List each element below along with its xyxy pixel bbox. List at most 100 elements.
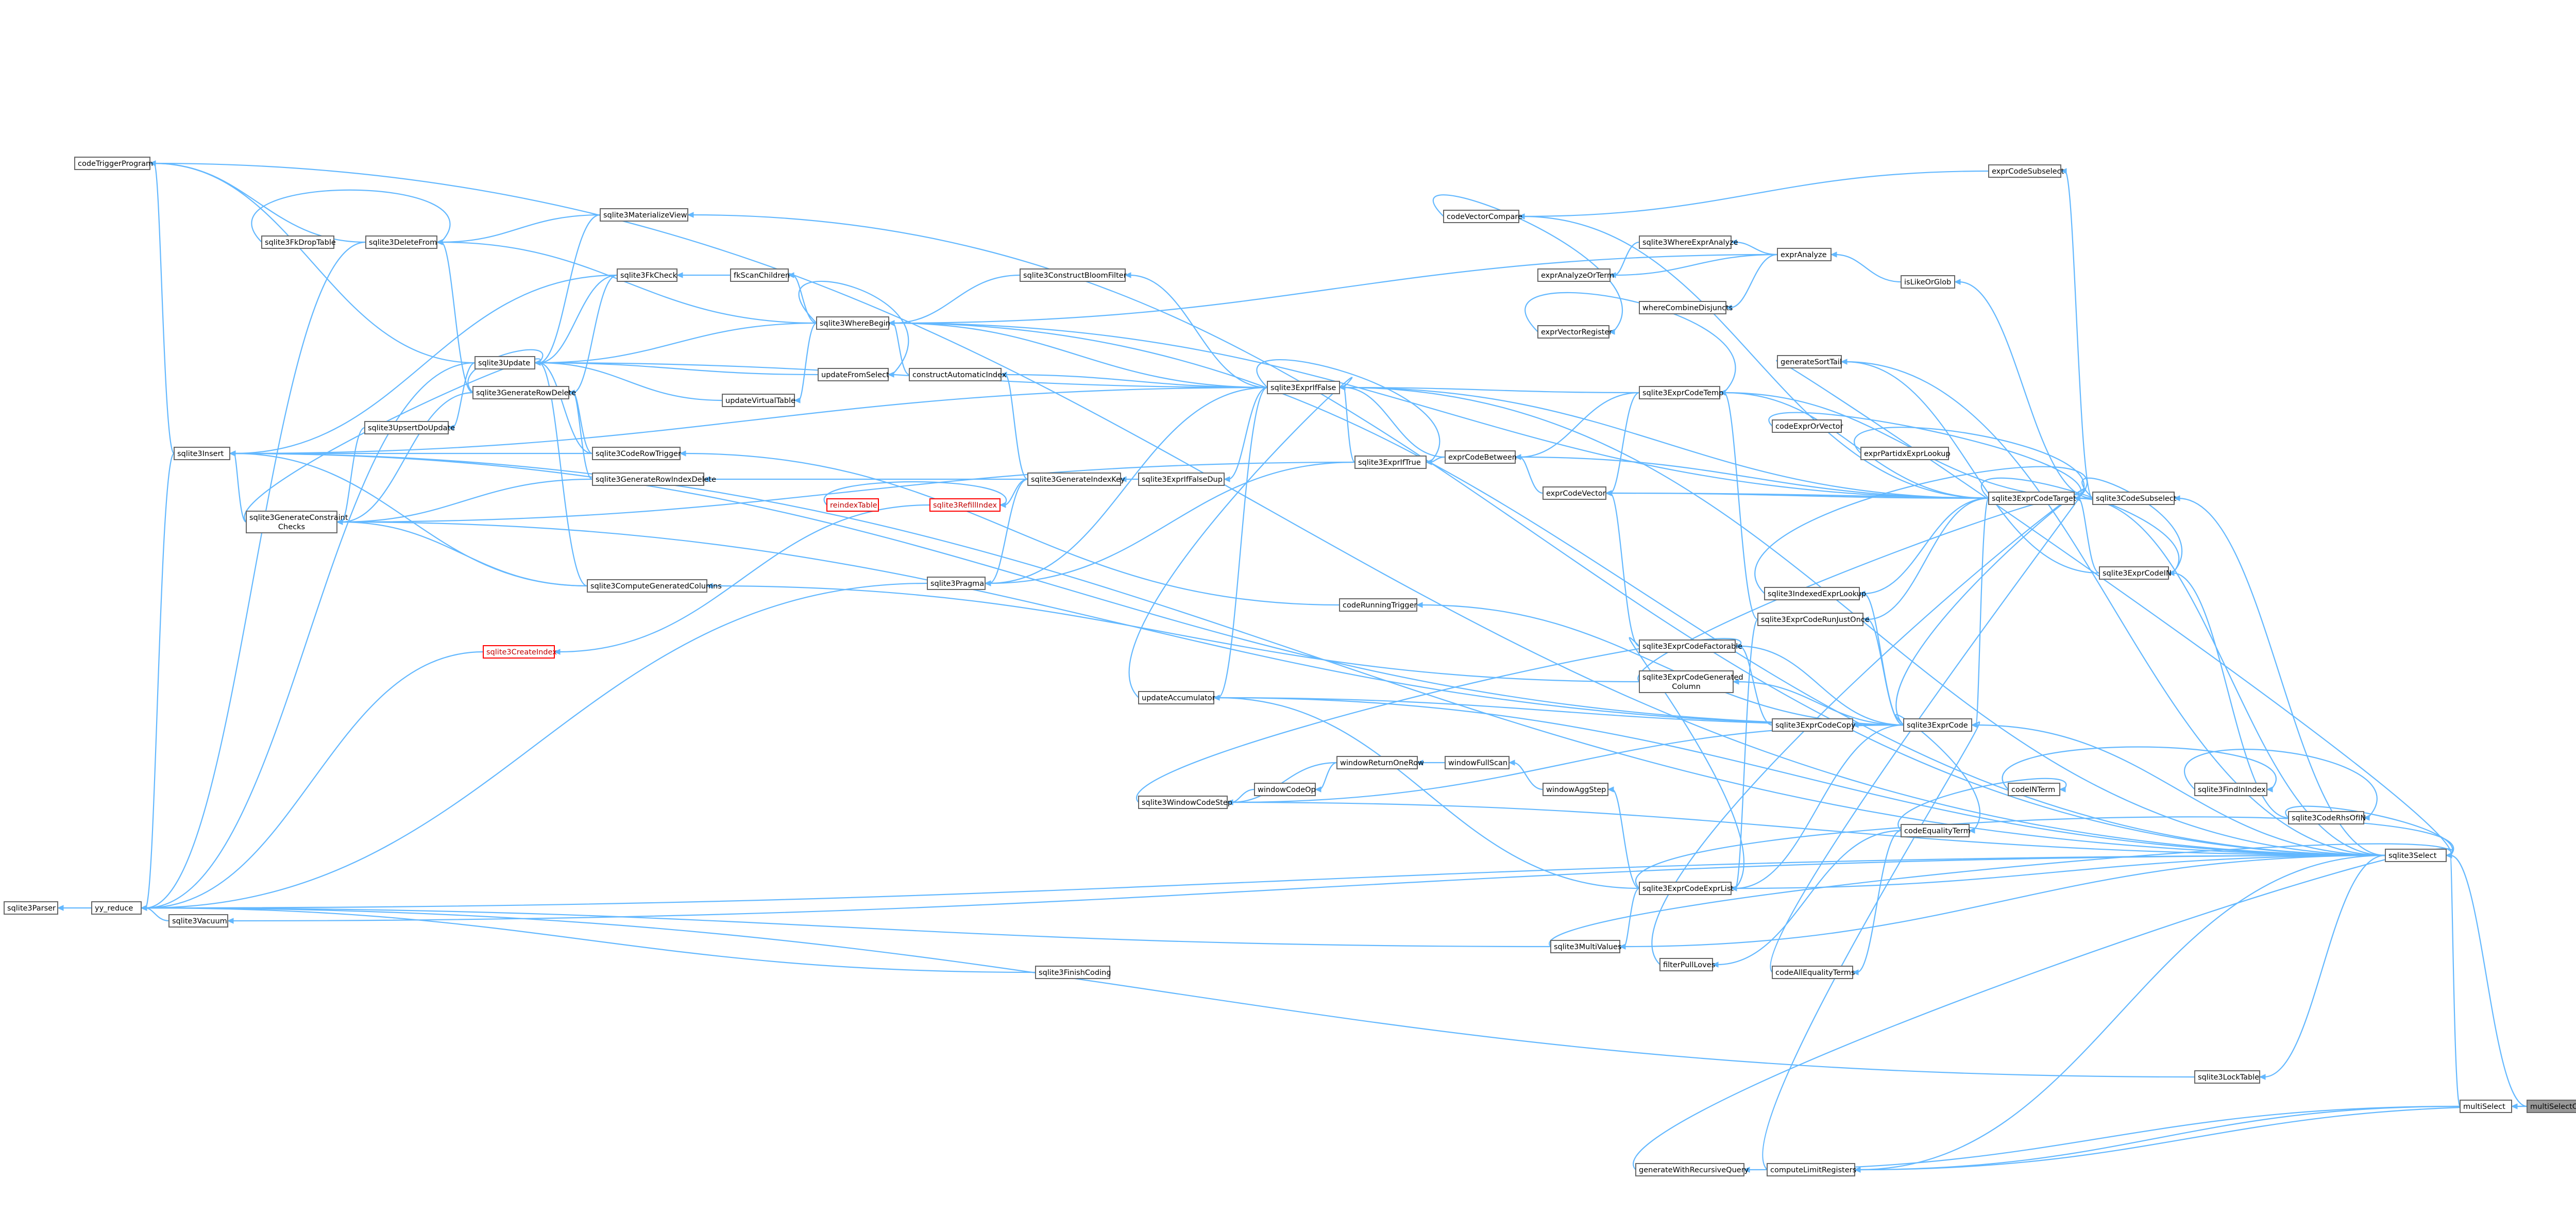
node-sqlite3FinishCoding[interactable]: sqlite3FinishCoding	[1035, 966, 1111, 979]
edge-sqlite3Insert-to-yy_reduce	[140, 452, 175, 911]
node-exprCodeSubselect[interactable]: exprCodeSubselect	[1988, 164, 2064, 178]
node-label: sqlite3GenerateRowIndexDelete	[596, 476, 716, 484]
edge-sqlite3GenerateConstraintChecks-to-sqlite3Update	[244, 358, 541, 523]
node-windowCodeOp[interactable]: windowCodeOp	[1254, 783, 1316, 796]
node-sqlite3ExprCode[interactable]: sqlite3ExprCode	[1903, 718, 1972, 732]
node-windowAggStep[interactable]: windowAggStep	[1543, 783, 1608, 796]
node-sqlite3RefillIndex[interactable]: sqlite3RefillIndex	[929, 498, 1001, 512]
node-codeINTerm[interactable]: codeINTerm	[2008, 783, 2060, 796]
node-isLikeOrGlob[interactable]: isLikeOrGlob	[1901, 275, 1955, 289]
node-sqlite3ConstructBloomFilter[interactable]: sqlite3ConstructBloomFilter	[1020, 268, 1127, 282]
node-updateFromSelect[interactable]: updateFromSelect	[818, 368, 889, 381]
node-generateWithRecursiveQuery[interactable]: generateWithRecursiveQuery	[1635, 1163, 1749, 1176]
node-sqlite3Parser[interactable]: sqlite3Parser	[4, 901, 58, 915]
node-sqlite3Insert[interactable]: sqlite3Insert	[174, 447, 230, 460]
node-sqlite3GenerateRowIndexDelete[interactable]: sqlite3GenerateRowIndexDelete	[592, 473, 716, 486]
node-sqlite3GenerateIndexKey[interactable]: sqlite3GenerateIndexKey	[1027, 473, 1125, 486]
edge-sqlite3Select-to-sqlite3Vacuum	[227, 854, 2386, 924]
node-multiSelect[interactable]: multiSelect	[2460, 1100, 2512, 1113]
node-codeVectorCompare[interactable]: codeVectorCompare	[1443, 210, 1522, 223]
node-label: sqlite3ExprIfTrue	[1358, 459, 1421, 467]
edge-sqlite3ExprCodeRunJustOnce-to-sqlite3ExprCodeTemp	[1719, 390, 1758, 620]
node-sqlite3ExprCodeTemp[interactable]: sqlite3ExprCodeTemp	[1639, 386, 1723, 399]
edge-exprCodeSubselect-to-codeVectorCompare	[1518, 170, 1989, 220]
node-sqlite3MultiValues[interactable]: sqlite3MultiValues	[1550, 940, 1621, 953]
edge-sqlite3ExprCode-to-sqlite3ExprCodeRunJustOnce	[1862, 616, 1904, 726]
node-sqlite3CodeRowTrigger[interactable]: sqlite3CodeRowTrigger	[592, 447, 681, 460]
node-multiSelectOrderBy[interactable]: multiSelectOrderBy	[2527, 1100, 2576, 1113]
edge-sqlite3Select-to-codeTriggerProgram	[149, 160, 2386, 856]
node-sqlite3DeleteFrom[interactable]: sqlite3DeleteFrom	[365, 235, 437, 249]
node-computeLimitRegisters[interactable]: computeLimitRegisters	[1767, 1163, 1856, 1176]
node-sqlite3Select[interactable]: sqlite3Select	[2385, 849, 2447, 862]
node-sqlite3WhereExprAnalyze[interactable]: sqlite3WhereExprAnalyze	[1639, 235, 1738, 249]
node-sqlite3WindowCodeStep[interactable]: sqlite3WindowCodeStep	[1138, 796, 1232, 809]
node-sqlite3Pragma[interactable]: sqlite3Pragma	[927, 577, 986, 590]
node-yy_reduce[interactable]: yy_reduce	[91, 901, 142, 915]
node-windowFullScan[interactable]: windowFullScan	[1445, 756, 1510, 769]
node-sqlite3ExprCodeTarget[interactable]: sqlite3ExprCodeTarget	[1988, 492, 2076, 505]
node-label: whereCombineDisjuncts	[1642, 304, 1733, 312]
node-sqlite3CodeRhsOfIN[interactable]: sqlite3CodeRhsOfIN	[2288, 811, 2366, 824]
node-sqlite3CreateIndex[interactable]: sqlite3CreateIndex	[483, 645, 557, 659]
node-sqlite3GenerateRowDelete[interactable]: sqlite3GenerateRowDelete	[472, 386, 576, 399]
edge-sqlite3Select-to-sqlite3ExprCodeExprList	[1730, 854, 2386, 891]
node-sqlite3CodeSubselect[interactable]: sqlite3CodeSubselect	[2092, 492, 2177, 505]
node-sqlite3WhereBegin[interactable]: sqlite3WhereBegin	[816, 316, 890, 330]
edge-multiSelect-to-sqlite3Select	[2445, 852, 2461, 1107]
node-exprCodeVector[interactable]: exprCodeVector	[1543, 486, 1606, 500]
node-exprPartidxExprLookup[interactable]: exprPartidxExprLookup	[1860, 447, 1951, 460]
edge-sqlite3ExprCodeTarget-to-sqlite3ExprCodeRunJustOnce	[1862, 497, 1989, 622]
node-whereCombineDisjuncts[interactable]: whereCombineDisjuncts	[1639, 301, 1733, 314]
node-exprCodeBetween[interactable]: exprCodeBetween	[1445, 450, 1517, 464]
node-sqlite3LockTable[interactable]: sqlite3LockTable	[2194, 1070, 2260, 1084]
node-exprAnalyzeOrTerm[interactable]: exprAnalyzeOrTerm	[1537, 268, 1614, 282]
node-sqlite3Update[interactable]: sqlite3Update	[474, 356, 535, 369]
node-windowReturnOneRow[interactable]: windowReturnOneRow	[1336, 756, 1424, 769]
node-sqlite3ComputeGeneratedColumns[interactable]: sqlite3ComputeGeneratedColumns	[587, 579, 722, 593]
node-codeRunningTrigger[interactable]: codeRunningTrigger	[1339, 598, 1417, 612]
node-sqlite3IndexedExprLookup[interactable]: sqlite3IndexedExprLookup	[1764, 587, 1866, 600]
node-codeTriggerProgram[interactable]: codeTriggerProgram	[74, 157, 153, 170]
edge-exprAnalyze-to-exprAnalyzeOrTerm	[1609, 254, 1778, 278]
node-sqlite3FkDropTable[interactable]: sqlite3FkDropTable	[261, 235, 336, 249]
node-exprVectorRegister[interactable]: exprVectorRegister	[1537, 325, 1612, 339]
node-sqlite3UpsertDoUpdate[interactable]: sqlite3UpsertDoUpdate	[364, 421, 455, 434]
node-sqlite3ExprCodeRunJustOnce[interactable]: sqlite3ExprCodeRunJustOnce	[1757, 613, 1870, 626]
node-sqlite3ExprCodeIN[interactable]: sqlite3ExprCodeIN	[2099, 566, 2172, 580]
node-label: filterPullLoves	[1663, 961, 1715, 969]
node-sqlite3FkCheck[interactable]: sqlite3FkCheck	[617, 268, 677, 282]
edge-sqlite3UpsertDoUpdate-to-sqlite3GenerateConstraintChecks	[336, 427, 365, 525]
node-label: windowReturnOneRow	[1340, 759, 1424, 767]
edge-sqlite3MultiValues-to-sqlite3Select	[1549, 843, 2452, 947]
node-reindexTable[interactable]: reindexTable	[826, 498, 879, 512]
node-codeAllEqualityTerms[interactable]: codeAllEqualityTerms	[1772, 966, 1855, 979]
node-label: exprCodeSubselect	[1992, 167, 2064, 176]
node-sqlite3ExprIfFalse[interactable]: sqlite3ExprIfFalse	[1267, 381, 1340, 394]
node-sqlite3ExprCodeCopy[interactable]: sqlite3ExprCodeCopy	[1772, 718, 1856, 732]
node-label: sqlite3ExprCodeIN	[2103, 569, 2172, 578]
node-sqlite3ExprCodeFactorable[interactable]: sqlite3ExprCodeFactorable	[1639, 639, 1742, 653]
node-updateVirtualTable[interactable]: updateVirtualTable	[722, 394, 795, 407]
node-constructAutomaticIndex[interactable]: constructAutomaticIndex	[909, 368, 1007, 381]
node-sqlite3ExprIfFalseDup[interactable]: sqlite3ExprIfFalseDup	[1138, 473, 1225, 486]
edge-sqlite3CreateIndex-to-yy_reduce	[140, 651, 484, 911]
node-sqlite3FindInIndex[interactable]: sqlite3FindInIndex	[2194, 783, 2267, 796]
node-sqlite3Vacuum[interactable]: sqlite3Vacuum	[168, 914, 228, 928]
edge-sqlite3ExprIfFalse-to-constructAutomaticIndex	[1000, 372, 1268, 389]
node-sqlite3MaterializeView[interactable]: sqlite3MaterializeView	[600, 208, 688, 222]
node-sqlite3ExprIfTrue[interactable]: sqlite3ExprIfTrue	[1354, 456, 1427, 469]
node-filterPullLoves[interactable]: filterPullLoves	[1659, 958, 1715, 971]
node-codeExprOrVector[interactable]: codeExprOrVector	[1772, 419, 1843, 433]
node-updateAccumulator[interactable]: updateAccumulator	[1138, 691, 1215, 704]
node-sqlite3ExprCodeExprList[interactable]: sqlite3ExprCodeExprList	[1639, 882, 1734, 895]
node-codeEqualityTerm[interactable]: codeEqualityTerm	[1901, 824, 1971, 837]
node-label: sqlite3WhereBegin	[820, 319, 890, 328]
node-label: sqlite3ExprIfFalseDup	[1142, 476, 1223, 484]
node-fkScanChildren[interactable]: fkScanChildren	[730, 268, 790, 282]
node-generateSortTail[interactable]: generateSortTail	[1777, 355, 1842, 368]
node-exprAnalyze[interactable]: exprAnalyze	[1777, 248, 1832, 261]
